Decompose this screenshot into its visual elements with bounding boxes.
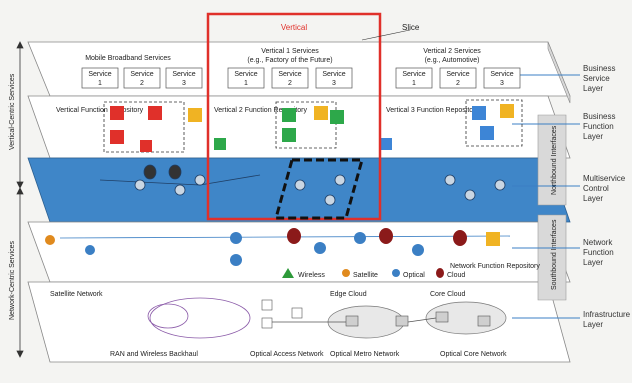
northbound-panel xyxy=(537,114,567,206)
vertical-centric-label: Vertical-Centric Services xyxy=(9,73,16,150)
svg-text:Service: Service xyxy=(130,71,153,78)
svg-text:Service: Service xyxy=(446,71,469,78)
business-function-plane xyxy=(27,95,571,159)
svg-text:Core Cloud: Core Cloud xyxy=(430,291,466,298)
slice-region xyxy=(274,158,364,220)
layer-label-multiservice-control: Multiservice Control Layer xyxy=(583,174,626,203)
svg-text:Satellite: Satellite xyxy=(353,272,378,279)
svg-text:Wireless: Wireless xyxy=(298,272,325,279)
vertical2-services-subtitle: (e.g., Automotive) xyxy=(425,57,480,64)
network-centric-label: Network-Centric Services xyxy=(9,241,16,320)
svg-text:Service: Service xyxy=(234,71,257,78)
svg-text:1: 1 xyxy=(244,80,248,87)
svg-text:3: 3 xyxy=(332,80,336,87)
svg-text:3: 3 xyxy=(182,80,186,87)
network-function-repo-label: Network Function Repository xyxy=(450,263,540,270)
mbb-services-title: Mobile Broadband Services xyxy=(85,55,171,62)
service-boxes: Service 1 Service 2 Service 3 Service 1 … xyxy=(81,67,521,89)
vertical3-function-repo-label: Vertical 3 Function Repository xyxy=(386,107,479,114)
svg-text:Optical Access Network: Optical Access Network xyxy=(250,351,324,358)
svg-text:Service: Service xyxy=(172,71,195,78)
southbound-interfaces-label: Southbound Interfaces xyxy=(551,219,558,290)
svg-text:2: 2 xyxy=(140,80,144,87)
vertical1-services-subtitle: (e.g., Factory of the Future) xyxy=(247,57,332,64)
northbound-interfaces-label: Northbound Interfaces xyxy=(551,125,558,195)
svg-text:1: 1 xyxy=(98,80,102,87)
slice-label: Slice xyxy=(402,23,420,32)
layer-label-business-service: Business Service Layer xyxy=(583,64,616,93)
svg-text:Cloud: Cloud xyxy=(447,272,465,279)
svg-text:Service: Service xyxy=(402,71,425,78)
layer-label-business-function: Business Function Layer xyxy=(583,112,616,141)
svg-text:Optical: Optical xyxy=(403,272,425,279)
svg-text:Service: Service xyxy=(322,71,345,78)
vertical2-services-title: Vertical 2 Services xyxy=(423,48,481,55)
svg-text:Service: Service xyxy=(490,71,513,78)
legend: Wireless Satellite Optical Cloud xyxy=(282,268,465,279)
southbound-panel xyxy=(537,214,567,301)
network-function-plane xyxy=(27,221,571,283)
layer-connector-lines xyxy=(512,74,580,319)
svg-text:Service: Service xyxy=(278,71,301,78)
left-brackets xyxy=(16,41,24,358)
vertical2-function-repo-label: Vertical 2 Function Repository xyxy=(214,107,307,114)
svg-text:2: 2 xyxy=(456,80,460,87)
network-function-nodes xyxy=(45,228,511,266)
svg-text:Satellite Network: Satellite Network xyxy=(50,291,103,298)
layer-label-network-function: Network Function Layer xyxy=(583,238,614,267)
svg-text:1: 1 xyxy=(412,80,416,87)
vertical1-function-blocks xyxy=(214,101,344,150)
infrastructure-elements: Satellite Network Edge Cloud Core Cloud … xyxy=(50,291,507,358)
control-layer-network xyxy=(99,164,506,206)
vertical1-services-title: Vertical 1 Services xyxy=(261,48,319,55)
vertical-title: Vertical xyxy=(281,23,307,32)
svg-text:Service: Service xyxy=(88,71,111,78)
svg-text:3: 3 xyxy=(500,80,504,87)
svg-text:2: 2 xyxy=(288,80,292,87)
layer-label-infrastructure: Infrastructure Layer xyxy=(583,310,631,329)
vertical-function-repo-label: Vertical Function Repository xyxy=(56,107,144,114)
svg-text:Edge Cloud: Edge Cloud xyxy=(330,291,367,298)
svg-text:Optical Metro Network: Optical Metro Network xyxy=(330,351,400,358)
svg-text:Optical Core Network: Optical Core Network xyxy=(440,351,507,358)
svg-text:RAN and Wireless Backhaul: RAN and Wireless Backhaul xyxy=(110,351,198,358)
mbb-function-blocks xyxy=(103,101,202,153)
slice-callout-line xyxy=(361,29,411,41)
vertical2-function-blocks xyxy=(380,99,523,150)
